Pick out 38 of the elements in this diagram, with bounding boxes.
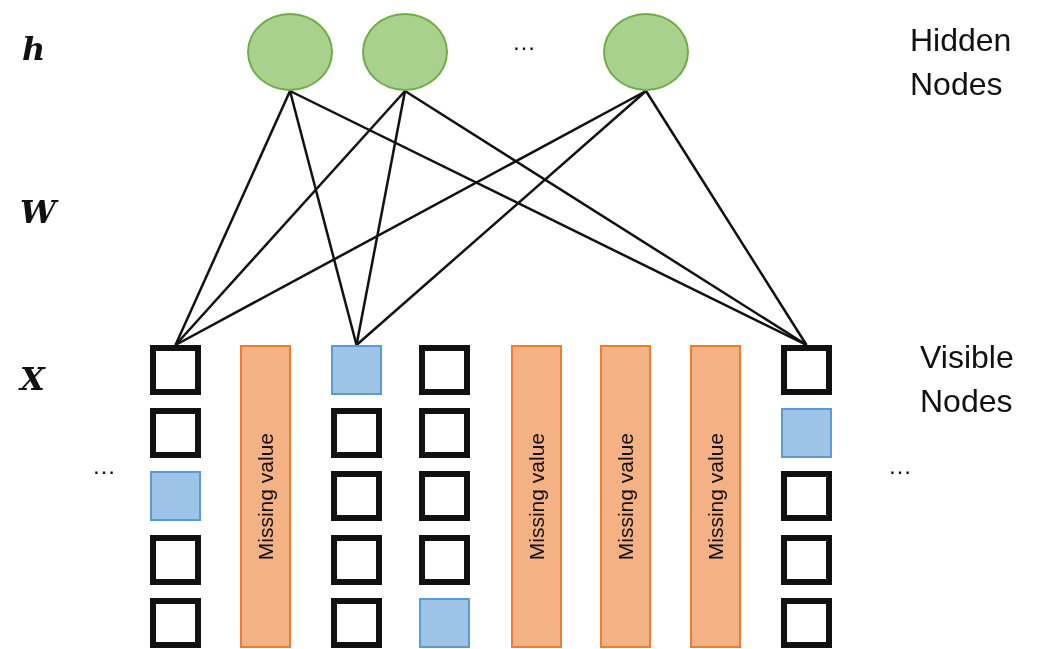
missing-value-bar: Missing value <box>240 345 291 648</box>
layer-label: Hidden Nodes <box>910 21 1013 104</box>
visible-unit-square <box>419 535 470 585</box>
visible-unit-square <box>331 598 382 648</box>
connection-line <box>355 90 407 346</box>
visible-unit-square <box>331 535 382 585</box>
visible-unit-square <box>331 471 382 521</box>
connection-line <box>644 90 808 346</box>
visible-unit-square <box>419 408 470 458</box>
ellipsis: … <box>512 28 536 56</box>
symbol-label: X <box>20 360 45 398</box>
missing-value-bar: Missing value <box>511 345 562 648</box>
visible-unit-square <box>150 535 201 585</box>
visible-unit-square <box>781 598 832 648</box>
missing-value-bar: Missing value <box>600 345 651 648</box>
visible-unit-square <box>781 535 832 585</box>
visible-unit-square <box>150 598 201 648</box>
connection-line <box>288 90 358 346</box>
visible-unit-square <box>419 345 470 395</box>
missing-value-bar: Missing value <box>690 345 741 648</box>
observed-unit-square <box>781 408 832 458</box>
connection-line <box>174 90 406 346</box>
observed-unit-square <box>419 598 470 648</box>
connection-line <box>174 89 647 347</box>
observed-unit-square <box>150 471 201 521</box>
visible-unit-square <box>150 345 201 395</box>
visible-unit-square <box>419 471 470 521</box>
visible-unit-square <box>781 471 832 521</box>
connection-line <box>355 90 647 346</box>
symbol-label: h <box>22 30 46 68</box>
connection-line <box>174 90 292 346</box>
visible-unit-square <box>150 408 201 458</box>
visible-unit-square <box>331 408 382 458</box>
ellipsis: … <box>92 452 116 480</box>
observed-unit-square <box>331 345 382 395</box>
layer-label: Visible Nodes <box>920 338 1015 421</box>
ellipsis: … <box>888 452 912 480</box>
visible-unit-square <box>781 345 832 395</box>
